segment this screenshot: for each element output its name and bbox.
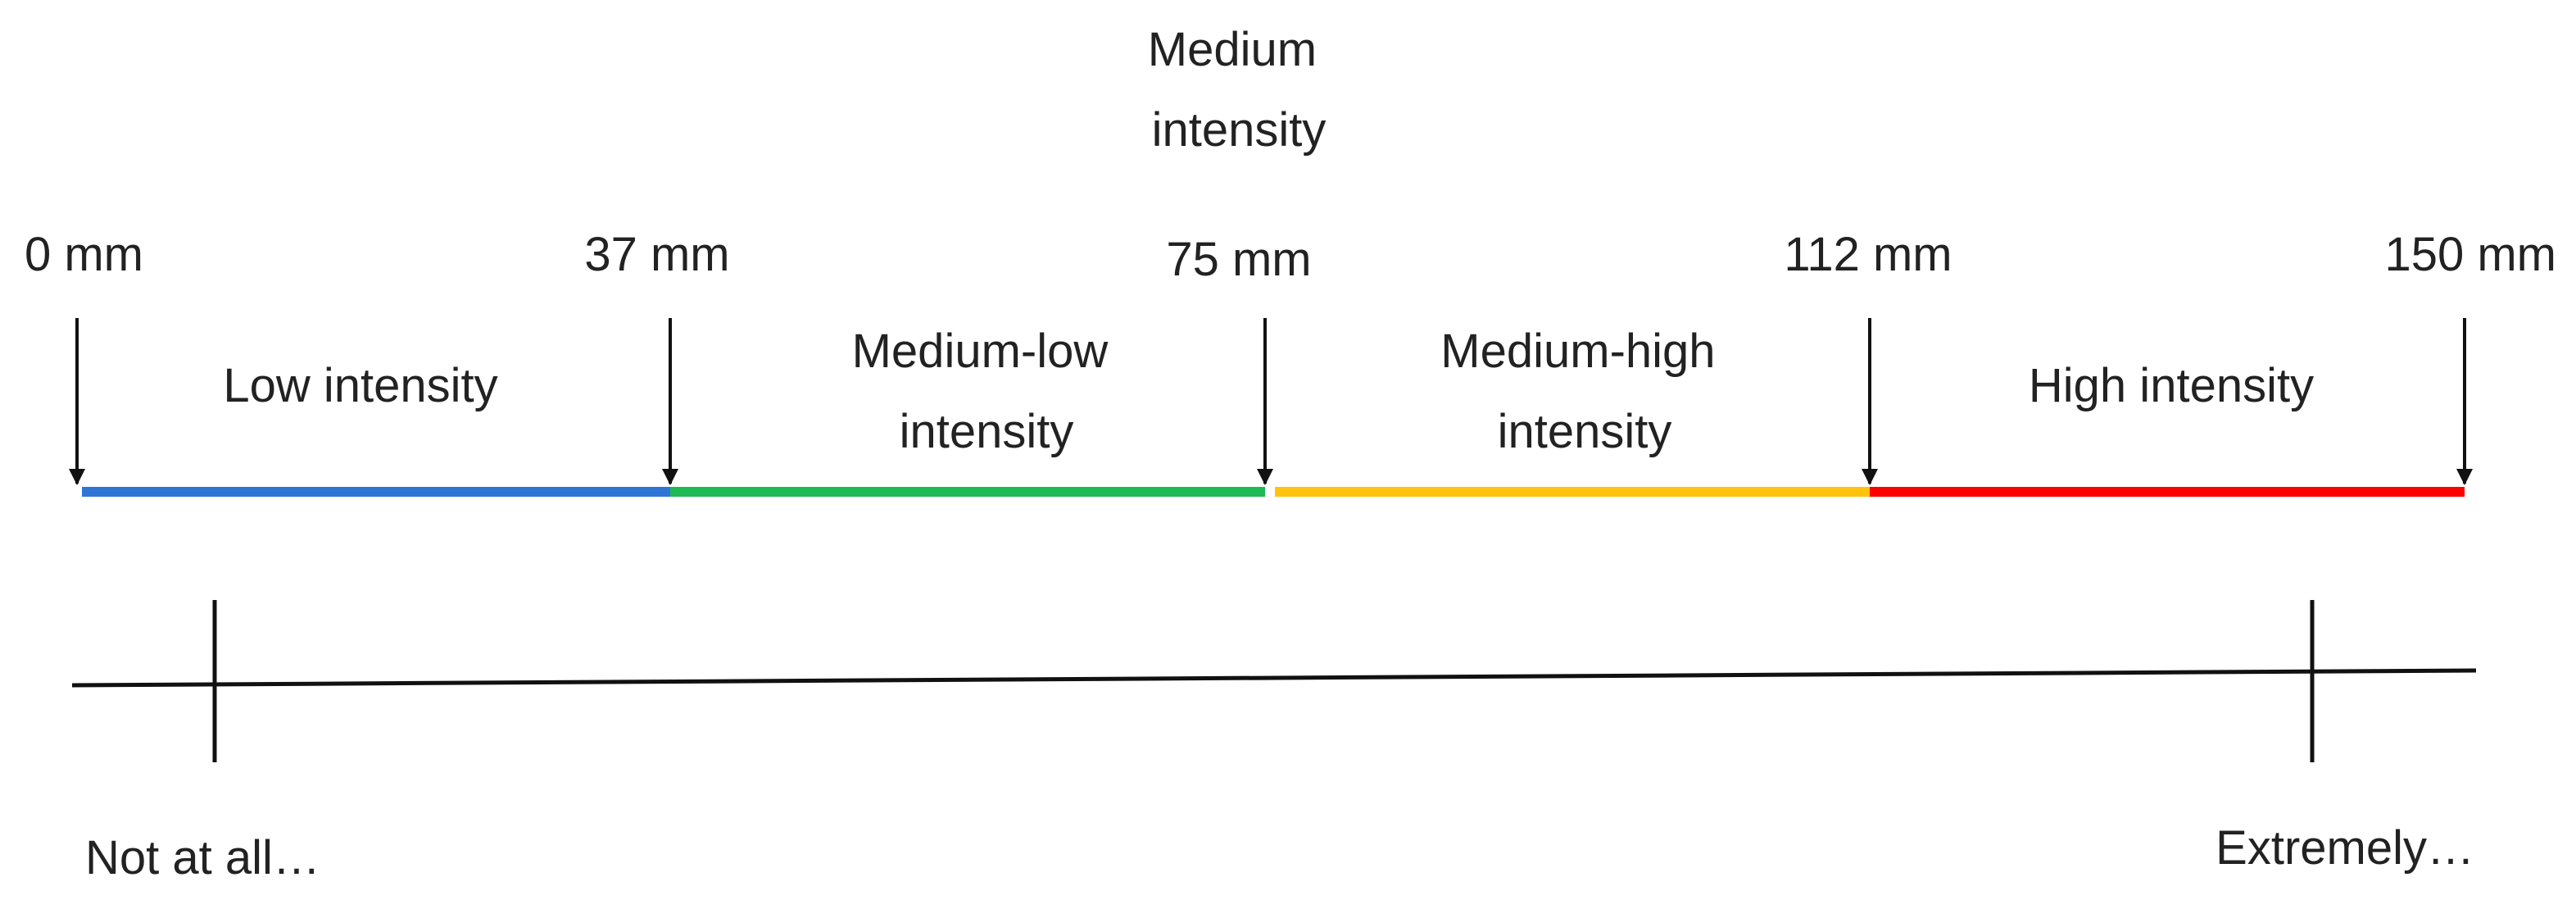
vas-right-anchor: Extremely… [2215,821,2474,875]
zone-label-medium-high-line-1: Medium-high [1440,325,1715,378]
marker-label-112mm: 112 mm [1784,228,1952,281]
zone-label-medium-high: Medium-high intensity [1440,325,1728,458]
zone-label-medium-high-line-2: intensity [1498,405,1672,458]
zone-label-low: Low intensity [223,359,497,412]
midpoint-label: Medium intensity [1148,23,1330,157]
zone-label-medium-low-line-1: Medium-low [852,325,1109,378]
midpoint-label-line-2: intensity [1152,103,1327,157]
vas-left-anchor: Not at all… [85,831,320,884]
marker-label-37mm: 37 mm [584,228,729,281]
midpoint-label-line-1: Medium [1148,23,1317,76]
zone-label-medium-low: Medium-low intensity [852,325,1122,458]
marker-label-150mm: 150 mm [2384,228,2556,281]
vas-line [71,668,2477,688]
marker-label-75mm: 75 mm [1166,233,1311,286]
zone-label-medium-low-line-2: intensity [900,405,1074,458]
zone-label-high: High intensity [2029,359,2314,412]
marker-label-0mm: 0 mm [25,228,143,281]
